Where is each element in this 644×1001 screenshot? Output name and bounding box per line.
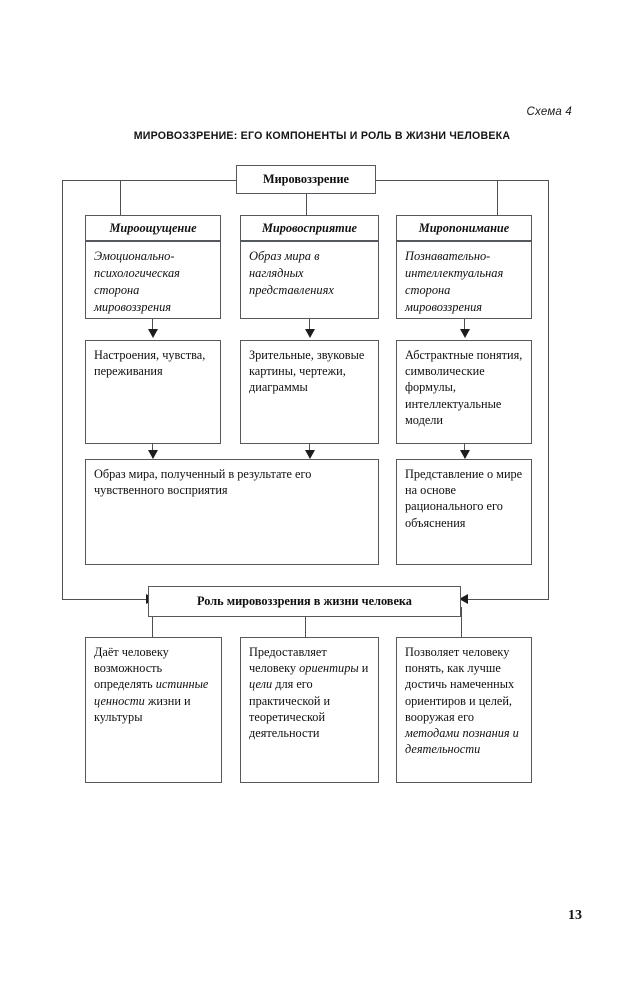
role-text-2-part2: и (358, 661, 369, 676)
role-text-2: Предоставляет человеку ориентиры и цели … (241, 638, 378, 741)
role-text-3-part1: Позволяет человеку понять, как лучше дос… (405, 645, 515, 724)
branch-line-col3 (497, 180, 498, 215)
role-box-3: Позволяет человеку понять, как лучше дос… (396, 637, 532, 783)
result-text-sensory: Образ мира, полученный в результате его … (94, 467, 312, 498)
root-label: Мировоззрение (262, 172, 350, 187)
scheme-label: Схема 4 (526, 106, 572, 118)
arrow-result-left-1 (148, 450, 158, 459)
role-text-2-part1: Предоставляет человеку (249, 645, 327, 676)
page-number: 13 (568, 908, 582, 923)
role-box-1: Даёт человеку возможность определять ист… (85, 637, 222, 783)
connector-col3-to-manifestation (464, 319, 465, 335)
role-text-1: Даёт человеку возможность определять ист… (86, 638, 221, 725)
arrow-result-left-2 (305, 450, 315, 459)
role-text-2-em1: ориентиры (299, 661, 359, 676)
column-definition-text-1: Эмоционально-психологическая сторона мир… (94, 249, 180, 314)
branch-line-col1 (120, 180, 121, 215)
connector-col2-to-manifestation (309, 319, 310, 335)
role-branch-left-v (152, 607, 153, 637)
role-branch-center-v (305, 617, 306, 637)
manifestation-text-2: Зрительные, звуковые картины, чертежи, д… (249, 348, 365, 395)
role-text-1-em1: истинные ценности (94, 677, 209, 708)
frame-line-bottom-left (62, 599, 146, 600)
role-text-1-part2: жизни и культуры (94, 693, 191, 724)
result-box-sensory: Образ мира, полученный в результате его … (85, 459, 379, 565)
column-definition-2: Образ мира в наглядных представлениях (240, 241, 379, 319)
role-text-2-em2: цели (249, 677, 273, 692)
column-header-3: Миропонимание (396, 215, 532, 241)
role-branch-right-v (461, 607, 462, 637)
role-text-1-part1: Даёт человеку возможность определять (94, 645, 169, 692)
manifestation-box-1: Настроения, чувства, переживания (85, 340, 221, 444)
column-header-2: Мировосприятие (240, 215, 379, 241)
frame-line-bottom-right (468, 599, 549, 600)
column-definition-3: Познавательно-интеллектуальная сторона м… (396, 241, 532, 319)
arrow-col3-manifestation (460, 329, 470, 338)
role-text-3: Позволяет человеку понять, как лучше дос… (397, 638, 531, 758)
role-band-label: Роль мировоззрения в жизни человека (197, 594, 412, 609)
branch-line-col2 (306, 193, 307, 215)
manifestation-box-3: Абстрактные понятия, символические форму… (396, 340, 532, 444)
arrow-result-right (460, 450, 470, 459)
arrow-into-role-band-right (459, 594, 468, 604)
arrow-col2-manifestation (305, 329, 315, 338)
root-node: Мировоззрение (236, 165, 376, 194)
manifestation-text-1: Настроения, чувства, переживания (94, 348, 206, 379)
role-text-3-em1: методами познания и деятельности (405, 726, 519, 757)
column-definition-text-2: Образ мира в наглядных представлениях (249, 249, 334, 297)
manifestation-box-2: Зрительные, звуковые картины, чертежи, д… (240, 340, 379, 444)
column-header-label-1: Мироощущение (109, 220, 197, 235)
frame-line-left (62, 180, 63, 599)
frame-line-right (548, 180, 549, 599)
result-text-rational: Представление о мире на основе рациональ… (405, 467, 523, 530)
column-header-label-2: Мировосприятие (261, 220, 358, 235)
column-header-label-3: Миропонимание (418, 220, 510, 235)
column-header-1: Мироощущение (85, 215, 221, 241)
page-title: МИРОВОЗЗРЕНИЕ: ЕГО КОМПОНЕНТЫ И РОЛЬ В Ж… (133, 130, 511, 142)
role-text-2-part3: для его практической и теоретической дея… (249, 677, 331, 741)
role-box-2: Предоставляет человеку ориентиры и цели … (240, 637, 379, 783)
column-definition-1: Эмоционально-психологическая сторона мир… (85, 241, 221, 319)
connector-col1-to-manifestation (152, 319, 153, 335)
arrow-col1-manifestation (148, 329, 158, 338)
manifestation-text-3: Абстрактные понятия, символические форму… (405, 348, 523, 427)
column-definition-text-3: Познавательно-интеллектуальная сторона м… (405, 249, 504, 314)
role-band: Роль мировоззрения в жизни человека (148, 586, 461, 617)
result-box-rational: Представление о мире на основе рациональ… (396, 459, 532, 565)
